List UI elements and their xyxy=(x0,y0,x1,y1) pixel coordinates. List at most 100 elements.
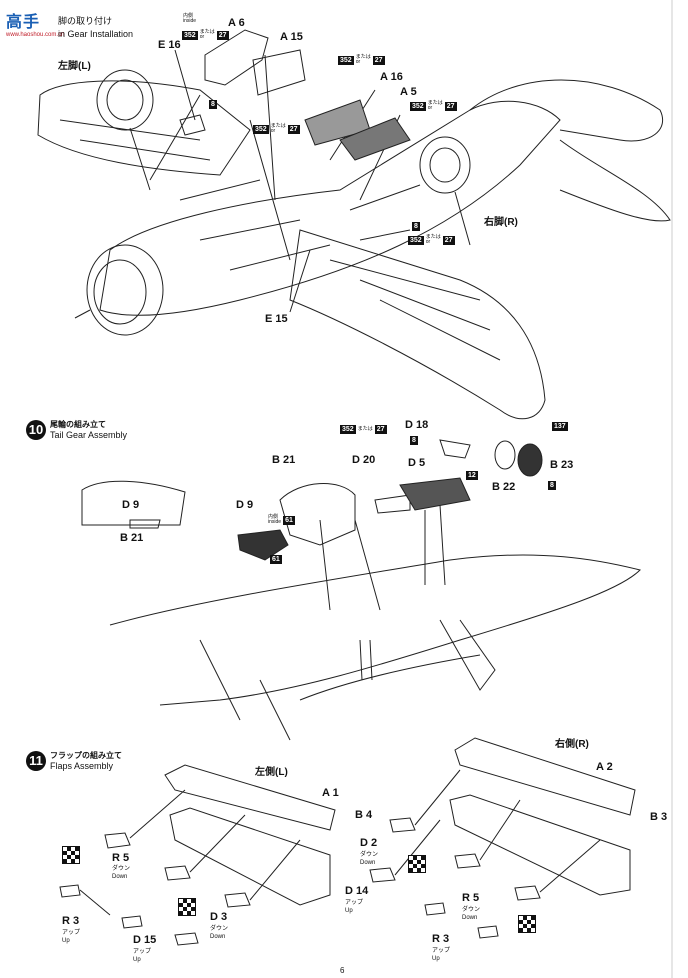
callout-8-right: 8 xyxy=(412,222,420,231)
code-61: 61 xyxy=(283,515,295,525)
label-down-en: Down xyxy=(462,915,478,921)
callout-8-wheel: 8 xyxy=(548,481,556,490)
code-352: 352 xyxy=(253,124,269,134)
code-352: 352 xyxy=(182,30,198,40)
callout-352-27-tail: 352 または 27 xyxy=(340,425,387,434)
matawa: または xyxy=(427,100,443,106)
code-27: 27 xyxy=(287,124,300,134)
step10-header: 10 尾輪の組み立て Tail Gear Assembly xyxy=(26,419,127,440)
label-up-jp: アップ xyxy=(62,930,81,936)
step9-title-en: in Gear Installation xyxy=(58,29,134,39)
label-d9-inset: D 9 xyxy=(122,499,140,511)
marker-checker-icon xyxy=(178,898,196,916)
label-down-jp: ダウン xyxy=(210,926,229,932)
label-down-en: Down xyxy=(210,934,226,940)
matawa: または xyxy=(425,234,441,240)
step11-title-jp: フラップの組み立て xyxy=(50,751,122,760)
or: or xyxy=(199,34,205,40)
step10-title-jp: 尾輪の組み立て xyxy=(50,420,106,429)
code-8: 8 xyxy=(209,100,217,109)
code-352: 352 xyxy=(340,425,356,434)
code-8: 8 xyxy=(410,436,418,445)
code-27: 27 xyxy=(372,55,385,65)
or: or xyxy=(425,239,431,245)
label-up-en: Up xyxy=(345,908,353,914)
label-a1: A 1 xyxy=(322,787,339,799)
code-352: 352 xyxy=(408,235,424,245)
label-up-en: Up xyxy=(133,957,141,963)
code-352: 352 xyxy=(410,101,426,111)
label-a5: A 5 xyxy=(400,86,417,98)
label-left-side: 左側(L) xyxy=(255,767,288,778)
label-down-jp: ダウン xyxy=(462,907,481,913)
label-r3-right: R 3 xyxy=(432,933,450,945)
matawa: または xyxy=(357,426,373,432)
step10-title-en: Tail Gear Assembly xyxy=(50,430,128,440)
callout-8-tail: 8 xyxy=(410,436,418,445)
flaps xyxy=(59,737,636,946)
code-352: 352 xyxy=(338,55,354,65)
label-b23: B 23 xyxy=(550,459,574,471)
matawa: または xyxy=(270,123,286,129)
label-up-jp: アップ xyxy=(345,900,364,906)
aircraft-tail xyxy=(81,439,641,741)
code-27: 27 xyxy=(442,235,455,245)
label-up-en: Up xyxy=(62,938,70,944)
inside-jp: 内側 xyxy=(268,514,279,520)
label-a2: A 2 xyxy=(596,761,613,773)
code-12: 12 xyxy=(466,471,478,480)
code-27: 27 xyxy=(216,30,229,40)
label-right-side: 右側(R) xyxy=(555,739,589,750)
label-e15: E 15 xyxy=(265,313,288,325)
label-r3-left: R 3 xyxy=(62,915,80,927)
inside-en: inside xyxy=(268,519,282,525)
code-8: 8 xyxy=(548,481,556,490)
label-d15: D 15 xyxy=(133,934,157,946)
label-down-jp: ダウン xyxy=(360,852,379,858)
step11-number: 11 xyxy=(26,750,46,771)
page-number: 6 xyxy=(340,966,345,975)
inside-jp: 内側 xyxy=(183,13,194,19)
marker-checker-icon xyxy=(408,855,426,873)
label-b21-inset: B 21 xyxy=(120,532,144,544)
code-8: 8 xyxy=(412,222,420,231)
code-137: 137 xyxy=(552,422,568,431)
label-e16: E 16 xyxy=(158,39,181,51)
marker-checker-icon xyxy=(62,846,80,864)
label-r5-right: R 5 xyxy=(462,892,480,904)
label-down-en: Down xyxy=(360,860,376,866)
label-b4: B 4 xyxy=(355,809,373,821)
label-r5-left: R 5 xyxy=(112,852,130,864)
label-d20: D 20 xyxy=(352,454,376,466)
label-d9: D 9 xyxy=(236,499,254,511)
inside-en: inside xyxy=(183,18,197,24)
label-up-jp: アップ xyxy=(133,949,152,955)
label-a16: A 16 xyxy=(380,71,403,83)
code-27: 27 xyxy=(374,425,387,434)
label-up-en: Up xyxy=(432,956,440,962)
matawa: または xyxy=(199,29,215,35)
label-b3: B 3 xyxy=(650,811,668,823)
label-d5: D 5 xyxy=(408,457,426,469)
or: or xyxy=(270,128,276,134)
marker-checker-icon xyxy=(518,915,536,933)
label-down-jp: ダウン xyxy=(112,866,131,872)
step10-number: 10 xyxy=(26,419,46,440)
or: or xyxy=(427,105,433,111)
code-61: 61 xyxy=(270,555,282,564)
label-b21: B 21 xyxy=(272,454,296,466)
watermark-logo: 高手 www.haoshou.com.cn xyxy=(6,8,64,38)
label-d18: D 18 xyxy=(405,419,429,431)
label-left-gear: 左脚(L) xyxy=(58,61,91,72)
matawa: または xyxy=(355,54,371,60)
label-b22: B 22 xyxy=(492,481,516,493)
callout-8-left: 8 xyxy=(209,100,217,109)
watermark-url: www.haoshou.com.cn xyxy=(6,32,65,38)
callout-61: 61 xyxy=(270,555,282,564)
